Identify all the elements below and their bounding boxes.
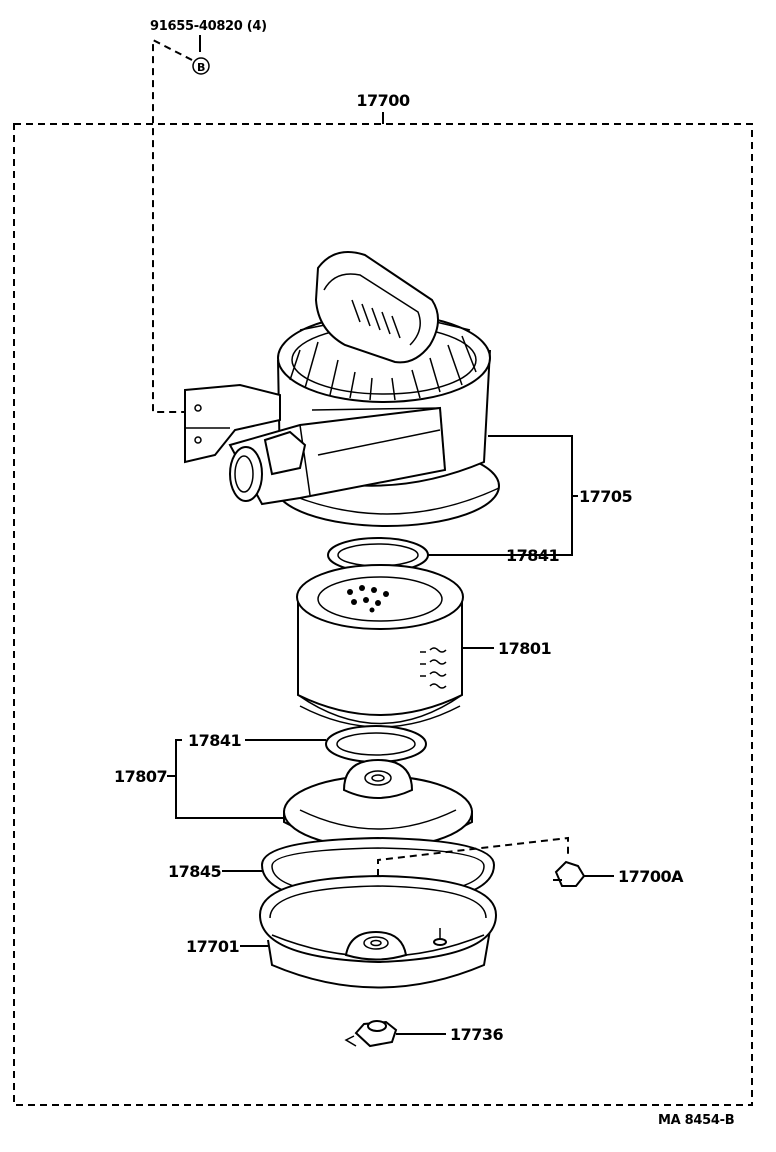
assembly-part-number: 17700	[356, 91, 410, 110]
cap-part-number: 17705	[579, 487, 633, 506]
upper-gasket-part-number: 17841	[506, 546, 560, 565]
clamp-callout	[377, 836, 614, 888]
bolt-marker-circle	[192, 57, 210, 75]
air-cleaner-case	[240, 874, 498, 989]
case-part-number: 17701	[186, 937, 240, 956]
wing-nut	[344, 1020, 446, 1048]
wing-nut-part-number: 17736	[450, 1025, 504, 1044]
filter-element	[296, 564, 494, 728]
clamp-part-number: 17700A	[618, 867, 684, 886]
plate-part-number: 17807	[114, 767, 167, 786]
clamp-icon	[554, 860, 586, 887]
assembly-boundary	[13, 112, 753, 1106]
bolt-part-number: 91655-40820 (4)	[150, 19, 267, 34]
bolt-marker-letter: B	[197, 61, 205, 74]
figure-code: MA 8454-B	[658, 1113, 734, 1128]
bolt-callout: 91655-40820 (4) B	[150, 19, 267, 413]
lower-gasket-part-number: 17841	[188, 731, 242, 750]
case-gasket-part-number: 17845	[168, 862, 222, 881]
air-cleaner-cap	[184, 251, 578, 556]
element-part-number: 17801	[498, 639, 552, 658]
plate-sub-assembly	[167, 739, 473, 849]
lower-gasket	[245, 725, 427, 763]
